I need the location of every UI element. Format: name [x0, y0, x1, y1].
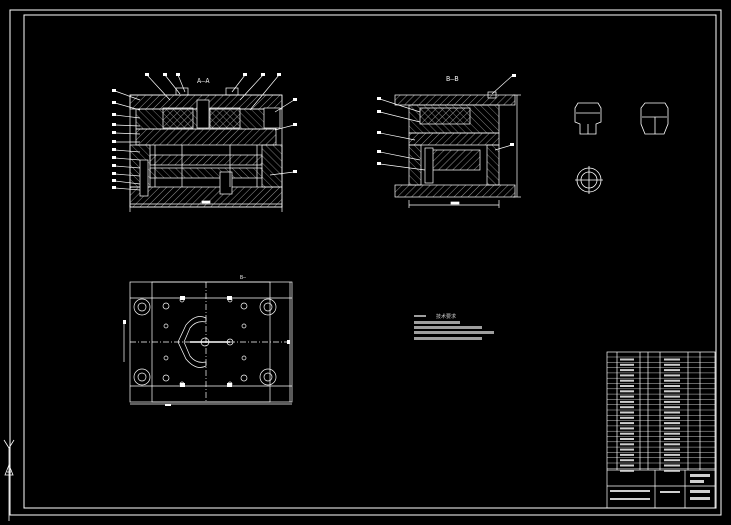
notes-lines — [414, 315, 494, 340]
bom-cell-mark — [664, 464, 680, 467]
bom-rows — [607, 356, 715, 472]
bom-cell-mark — [664, 453, 680, 456]
bom-cell-mark — [664, 390, 680, 393]
section-bb-balloons — [377, 74, 516, 165]
bom-cell-mark — [620, 453, 634, 456]
bom-cell-mark — [620, 369, 634, 372]
part-detail-round — [575, 166, 603, 194]
bom-cell-mark — [664, 432, 680, 435]
bom-cell-mark — [664, 358, 680, 361]
bom-cell-mark — [620, 358, 634, 361]
bom-cell-mark — [620, 427, 634, 430]
bom-cell-mark — [664, 385, 680, 387]
bom-cell-mark — [664, 416, 680, 419]
notes-title: 技术要求 — [436, 314, 457, 320]
bom-cell-mark — [664, 400, 680, 403]
bom-cell-mark — [664, 427, 680, 430]
title-block-marks — [610, 474, 710, 500]
bom-cell-mark — [620, 374, 634, 377]
bom-cell-mark — [620, 390, 634, 393]
bom-cell-mark — [664, 395, 680, 398]
section-aa-view — [114, 74, 295, 212]
plan-view-label: B— — [240, 275, 247, 281]
bom-cell-mark — [620, 448, 634, 451]
bom-cell-mark — [620, 443, 634, 446]
bom-cell-mark — [620, 363, 634, 366]
bom-cell-mark — [620, 464, 634, 467]
bom-cell-mark — [620, 411, 634, 414]
inner-border — [23, 14, 717, 509]
bom-cell-mark — [664, 438, 680, 440]
section-bb-view — [379, 75, 521, 208]
part-detail-1 — [574, 102, 602, 135]
bom-cell-mark — [664, 411, 680, 414]
bom-cell-mark — [664, 363, 680, 366]
bom-cell-mark — [664, 406, 680, 409]
bom-cell-mark — [664, 469, 680, 472]
bom-cell-mark — [620, 395, 634, 398]
bom-cell-mark — [620, 459, 634, 462]
bom-cell-mark — [620, 406, 634, 409]
bom-cell-mark — [664, 374, 680, 377]
bom-cell-mark — [620, 416, 634, 419]
bom-cell-mark — [664, 422, 680, 425]
bom-cell-mark — [620, 469, 634, 472]
bom-cell-mark — [664, 459, 680, 462]
bom-cell-mark — [620, 422, 634, 425]
plan-view-marks — [123, 296, 290, 406]
bom-cell-mark — [664, 443, 680, 446]
bom-cell-mark — [664, 448, 680, 451]
bom-cell-mark — [664, 369, 680, 372]
bom-cell-mark — [620, 432, 634, 435]
bom-cell-mark — [664, 379, 680, 382]
bom-cell-mark — [620, 438, 634, 440]
outer-border — [9, 9, 722, 516]
section-aa-label: A—A — [197, 77, 210, 85]
section-bb-label: B—B — [446, 75, 459, 83]
plan-view — [123, 281, 293, 405]
bom-cell-mark — [620, 385, 634, 387]
part-detail-2 — [640, 102, 669, 135]
bom-cell-mark — [620, 379, 634, 382]
section-aa-balloons — [112, 73, 297, 189]
bom-cell-mark — [620, 400, 634, 403]
ucs-axis-icon — [3, 439, 15, 521]
